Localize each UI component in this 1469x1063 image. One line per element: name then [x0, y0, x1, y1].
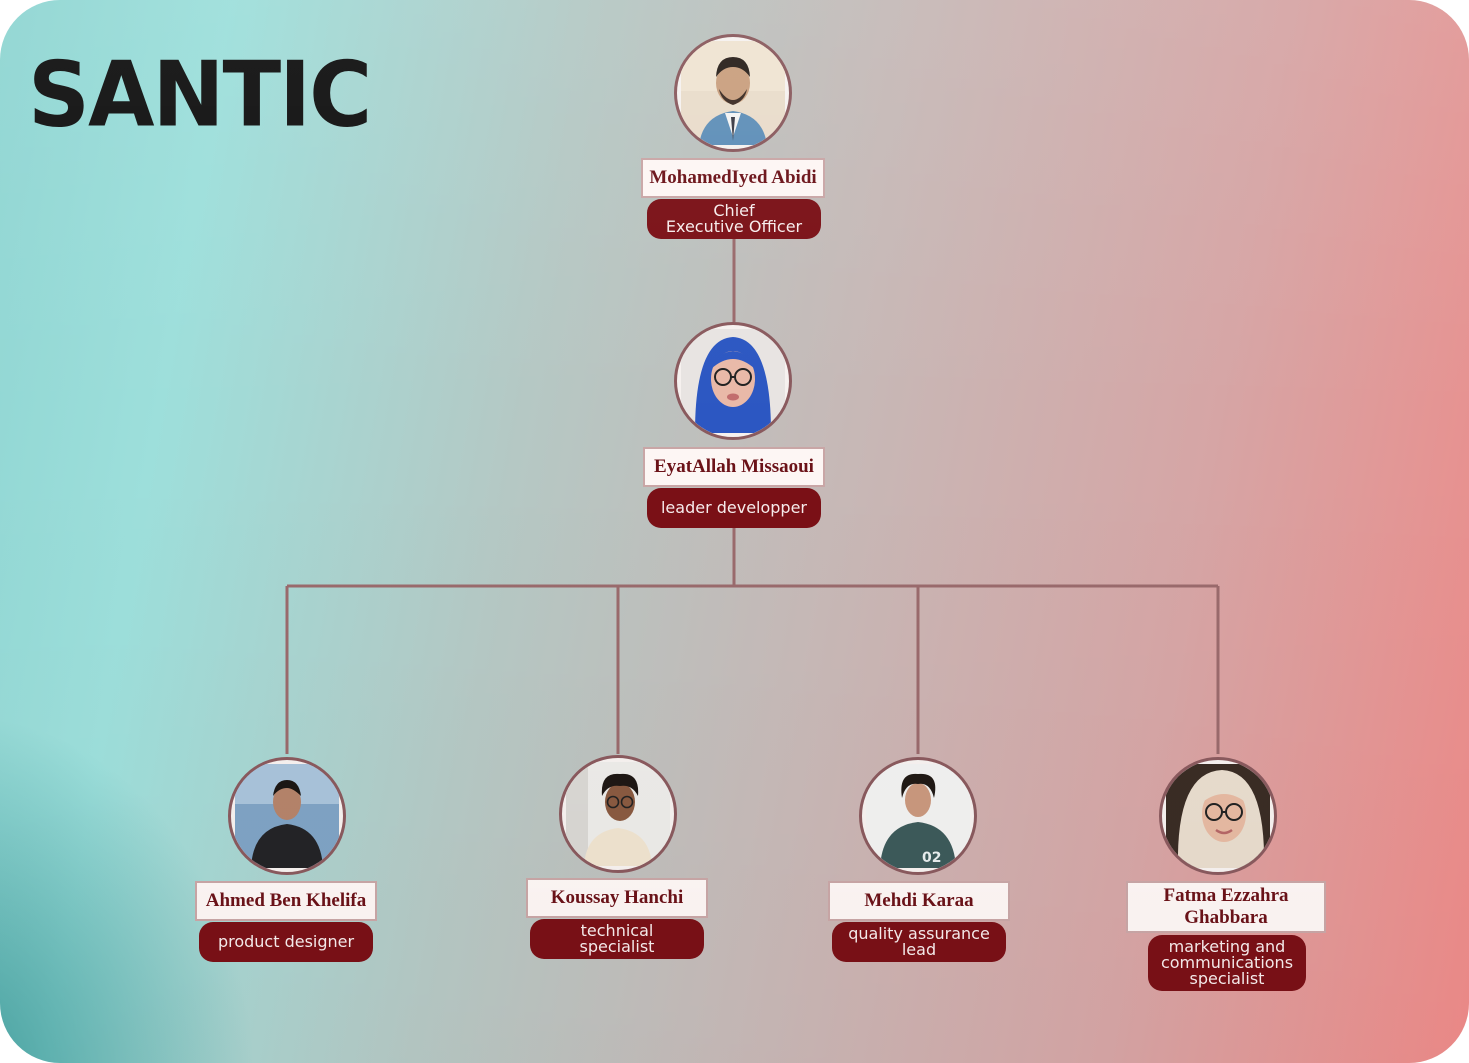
member-3-photo: 02 — [859, 757, 977, 875]
member-1-photo — [228, 757, 346, 875]
lead-photo — [674, 322, 792, 440]
member-2-name: Koussay Hanchi — [526, 878, 708, 918]
member-3-name: Mehdi Karaa — [828, 881, 1010, 921]
man-black-hoodie-portrait-icon — [235, 764, 339, 868]
woman-white-hijab-portrait-icon — [1166, 764, 1270, 868]
ceo-name: MohamedIyed Abidi — [641, 158, 825, 198]
ceo-photo — [674, 34, 792, 152]
member-2-photo — [559, 755, 677, 873]
member-4-role: marketing and communications specialist — [1148, 935, 1306, 991]
member-2-role: technical specialist — [530, 919, 704, 959]
ceo-role: Chief Executive Officer — [647, 199, 821, 239]
member-1-role: product designer — [199, 922, 373, 962]
lead-role: leader developper — [647, 488, 821, 528]
company-logo: SANTIC — [28, 42, 372, 148]
svg-text:02: 02 — [922, 850, 941, 866]
lead-name: EyatAllah Missaoui — [643, 447, 825, 487]
member-1-name: Ahmed Ben Khelifa — [195, 881, 377, 921]
woman-blue-hijab-portrait-icon — [681, 329, 785, 433]
member-4-name: Fatma Ezzahra Ghabbara — [1126, 881, 1326, 933]
member-4-photo — [1159, 757, 1277, 875]
man-green-hoodie-portrait-icon: 02 — [866, 764, 970, 868]
member-3-role: quality assurance lead — [832, 922, 1006, 962]
man-suit-portrait-icon — [681, 41, 785, 145]
man-glasses-portrait-icon — [566, 762, 670, 866]
